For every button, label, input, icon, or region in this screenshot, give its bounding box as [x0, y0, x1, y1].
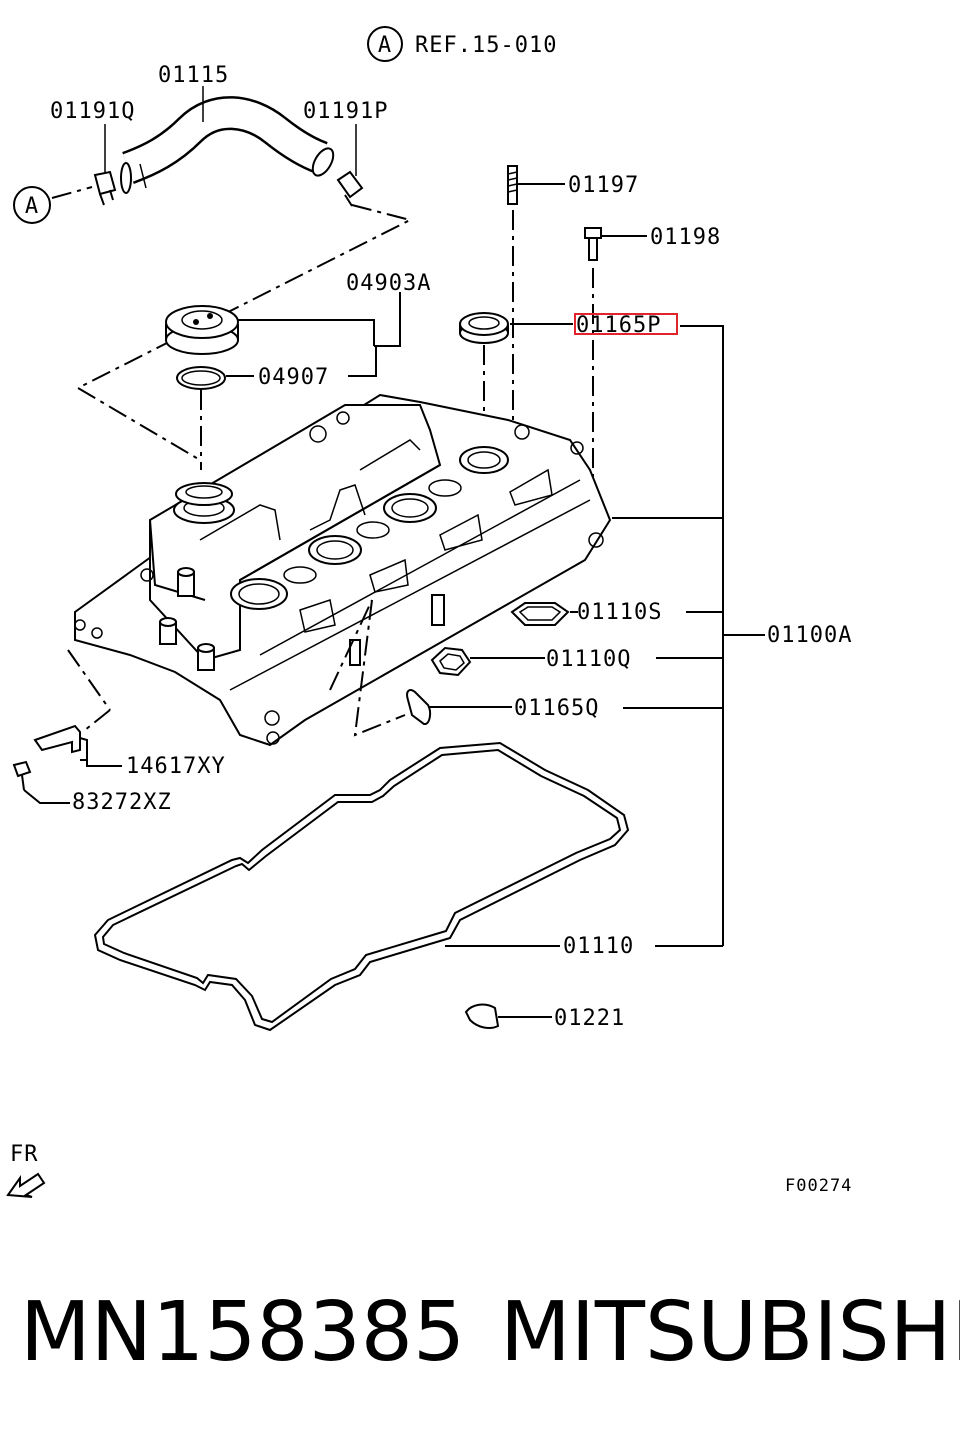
- gasket-s: [510, 602, 578, 626]
- label-01115: 01115: [158, 63, 229, 88]
- label-01165p: 01165P: [576, 313, 661, 338]
- highlight-box: [574, 313, 678, 335]
- semicircle-plug: [464, 1003, 552, 1029]
- flange-bolt: [584, 227, 647, 261]
- label-01110q: 01110Q: [546, 647, 631, 672]
- label-01191p: 01191P: [303, 99, 388, 124]
- label-01197: 01197: [568, 173, 639, 198]
- filler-cap-oring: [176, 346, 377, 470]
- bracket-bolt: [12, 760, 70, 804]
- brand-name: MITSUBISHI: [500, 1285, 960, 1380]
- breather-hose: [120, 96, 335, 194]
- stud-bolt: [507, 165, 565, 205]
- hose-clamp-p: [336, 170, 364, 207]
- figure-code: F00274: [785, 1176, 852, 1196]
- label-14617xy: 14617XY: [126, 754, 226, 779]
- front-label: FR: [10, 1142, 39, 1167]
- connector-a: A: [13, 186, 93, 224]
- valve-cover-gasket: [93, 741, 630, 1032]
- label-83272xz: 83272XZ: [72, 790, 172, 815]
- front-direction-indicator: FR: [6, 1142, 46, 1198]
- half-moon-seal: [406, 689, 512, 725]
- harness-bracket: [33, 724, 122, 767]
- label-04907: 04907: [258, 365, 329, 390]
- label-04903a: 04903A: [346, 271, 431, 296]
- reference-callout: A REF.15-010: [367, 26, 557, 62]
- label-01110: 01110: [563, 934, 634, 959]
- front-arrow-icon: [6, 1172, 46, 1198]
- oil-filler-cap: [165, 292, 401, 355]
- label-01191q: 01191Q: [50, 99, 135, 124]
- label-01110s: 01110S: [577, 600, 662, 625]
- connector-circle-letter: A: [25, 194, 39, 219]
- label-01100a: 01100A: [767, 623, 852, 648]
- part-number: MN158385: [20, 1285, 466, 1380]
- label-01221: 01221: [554, 1006, 625, 1031]
- gasket-q: [430, 646, 545, 677]
- ref-circle-letter: A: [378, 33, 392, 58]
- rocker-cover: [74, 393, 612, 747]
- hose-clamp-q: [93, 170, 117, 206]
- assembly-bracket: [612, 325, 765, 947]
- product-footer: MN158385 MITSUBISHI: [0, 1285, 960, 1395]
- label-01165q: 01165Q: [514, 696, 599, 721]
- label-01198: 01198: [650, 225, 721, 250]
- ref-text: REF.15-010: [415, 33, 557, 58]
